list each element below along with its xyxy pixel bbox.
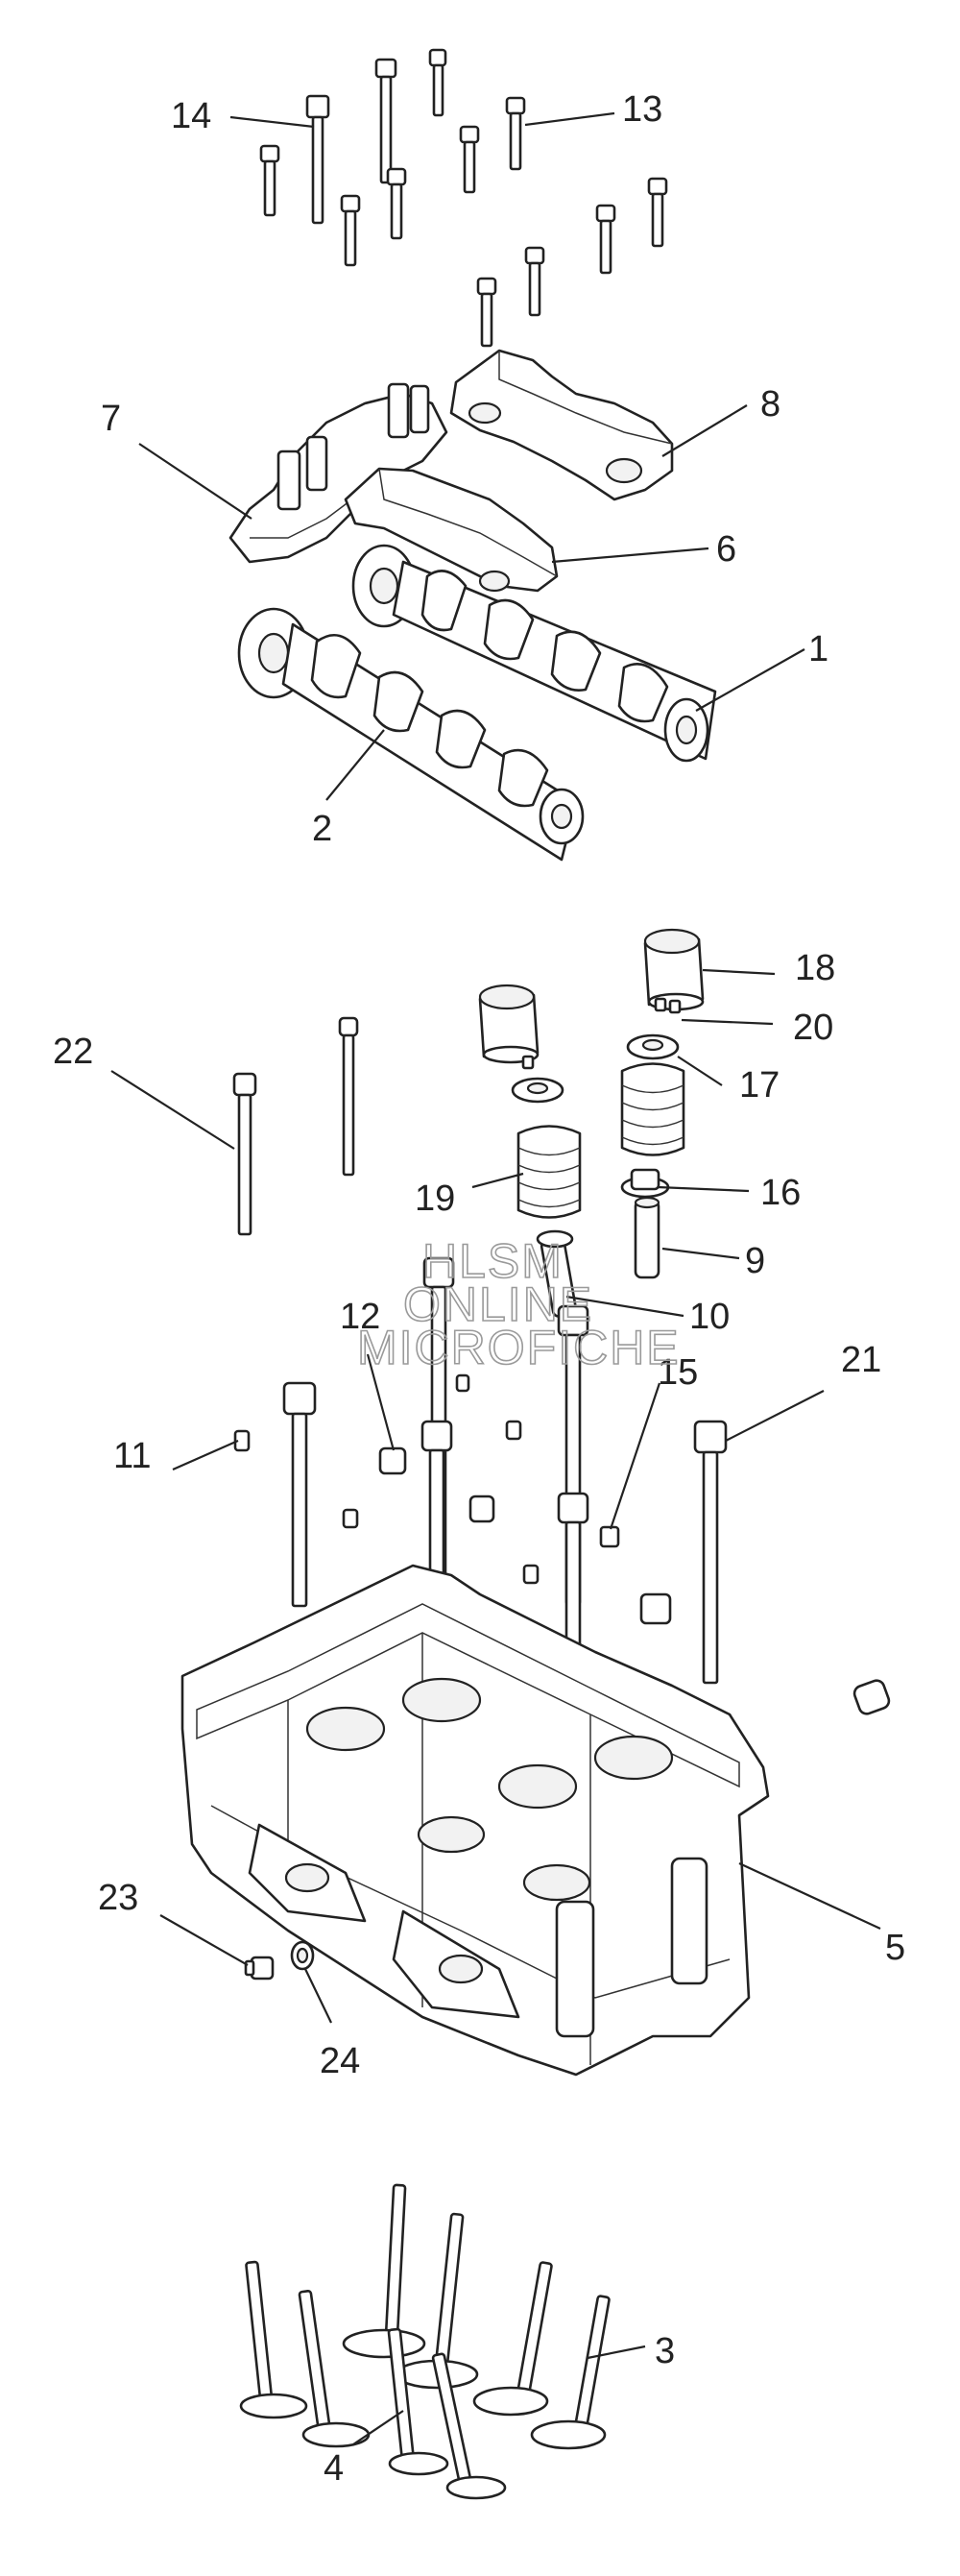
cylinder-head-5 bbox=[180, 1564, 770, 2077]
valve-spring-19 bbox=[516, 1062, 685, 1219]
valve-guide-9 bbox=[634, 1196, 660, 1279]
callout-4: 4 bbox=[324, 2448, 344, 2489]
head-stud-22 bbox=[232, 1016, 359, 1236]
valve-part bbox=[239, 2260, 308, 2419]
dowel-11 bbox=[233, 1429, 251, 1452]
washer-24 bbox=[290, 1940, 315, 1971]
callout-18: 18 bbox=[795, 948, 835, 988]
callout-7: 7 bbox=[101, 399, 121, 439]
bolt-part bbox=[524, 246, 545, 317]
valve-part bbox=[472, 2261, 553, 2417]
watermark: HLSM ONLINE MICROFICHE bbox=[356, 1233, 681, 1375]
valves-3-4 bbox=[239, 2183, 611, 2500]
callout-3: 3 bbox=[655, 2331, 675, 2371]
callout-2: 2 bbox=[312, 809, 332, 849]
bolt-part bbox=[505, 96, 526, 171]
watermark-line-2: ONLINE bbox=[403, 1277, 593, 1331]
bolt-part bbox=[428, 48, 447, 117]
valve-part bbox=[342, 2183, 426, 2359]
bolt-part bbox=[259, 144, 280, 217]
bolt-part bbox=[476, 277, 497, 348]
callout-22: 22 bbox=[53, 1032, 93, 1072]
valve-seal-16 bbox=[620, 1168, 670, 1199]
callout-19: 19 bbox=[415, 1179, 455, 1219]
callout-1: 1 bbox=[808, 629, 828, 669]
cap-bolts bbox=[259, 48, 668, 348]
callout-20: 20 bbox=[793, 1008, 833, 1048]
callout-6: 6 bbox=[716, 529, 736, 570]
valve-part bbox=[431, 2352, 507, 2500]
callout-14: 14 bbox=[171, 96, 211, 136]
watermark-line-1: HLSM bbox=[422, 1234, 564, 1288]
callout-15: 15 bbox=[658, 1352, 698, 1393]
callout-9: 9 bbox=[745, 1241, 765, 1281]
callout-17: 17 bbox=[739, 1065, 780, 1106]
camshaft-cap-6 bbox=[344, 467, 559, 593]
callout-11: 11 bbox=[113, 1436, 151, 1476]
callout-12: 12 bbox=[340, 1297, 380, 1337]
bolt-part bbox=[340, 194, 361, 267]
valve-keepers-20 bbox=[521, 997, 682, 1070]
plug-23 bbox=[244, 1956, 275, 1981]
watermark-line-3: MICROFICHE bbox=[357, 1321, 681, 1374]
valve-part bbox=[298, 2289, 371, 2448]
tappet-bucket-left bbox=[478, 984, 540, 1064]
camshaft-cap-7 bbox=[228, 382, 448, 564]
callout-21: 21 bbox=[841, 1340, 881, 1380]
dowel-pins bbox=[233, 1373, 891, 1715]
camshaft-1 bbox=[351, 544, 717, 763]
bolt-part bbox=[386, 167, 407, 240]
valve-part bbox=[530, 2295, 611, 2450]
callout-10: 10 bbox=[689, 1297, 730, 1337]
callout-5: 5 bbox=[885, 1928, 905, 1968]
valve-part bbox=[387, 2327, 449, 2476]
bolt-part bbox=[647, 177, 668, 248]
leader-lines bbox=[110, 111, 881, 2445]
tappet-bucket-18 bbox=[643, 928, 705, 1011]
callout-24: 24 bbox=[320, 2041, 360, 2081]
dowel-15 bbox=[599, 1525, 620, 1548]
spring-retainer-17 bbox=[511, 1033, 680, 1104]
bolt-part bbox=[459, 125, 480, 194]
callout-13: 13 bbox=[622, 89, 662, 130]
callout-16: 16 bbox=[760, 1173, 801, 1213]
callout-23: 23 bbox=[98, 1878, 138, 1918]
bolt-part bbox=[305, 94, 330, 225]
camshaft-cap-8 bbox=[449, 349, 674, 501]
bolt-part bbox=[595, 204, 616, 275]
callout-labels: 1 2 3 4 5 6 7 8 9 10 11 12 13 14 15 16 1… bbox=[53, 89, 905, 2489]
dowel-12 bbox=[378, 1446, 407, 1475]
bolt-part bbox=[374, 58, 397, 184]
camshaft-2 bbox=[237, 607, 585, 862]
callout-8: 8 bbox=[760, 384, 780, 425]
